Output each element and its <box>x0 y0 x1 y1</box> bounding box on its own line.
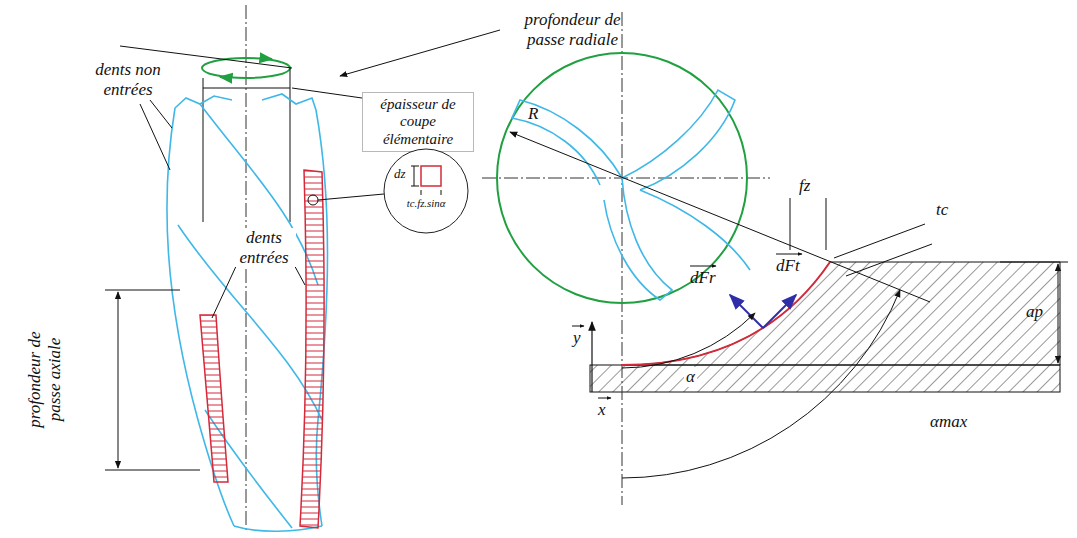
label-text: y <box>573 328 581 348</box>
label-text: dents entrées <box>232 228 296 267</box>
zoom-text: dz <box>394 167 406 182</box>
tooth-path <box>622 262 830 365</box>
label-text: fz <box>799 176 810 196</box>
label-text: dFt <box>776 256 800 276</box>
label-text: profondeur de passe axiale <box>25 313 64 447</box>
milling-cutter <box>167 94 328 531</box>
engaged-tooth <box>300 170 324 528</box>
workpiece <box>622 262 1060 365</box>
rotation-ellipse <box>202 58 290 78</box>
zoom-text: tc.fz.sinα <box>383 197 469 209</box>
label-text: x <box>598 400 606 420</box>
zoom-outline <box>383 148 469 234</box>
axis-line <box>246 5 247 532</box>
label-text: α <box>684 367 697 387</box>
engaged-tooth <box>200 315 228 482</box>
label-text: αmax <box>930 412 967 432</box>
label-text: dents non entrées <box>80 60 176 99</box>
workpiece <box>590 365 1060 392</box>
label-text: dFr <box>690 268 716 288</box>
label-text: R <box>528 104 538 124</box>
cutter-circle <box>497 53 747 303</box>
label-text: tc <box>936 200 948 220</box>
cutter-teeth <box>512 90 750 300</box>
label-text: profondeur de passe radiale <box>505 10 640 49</box>
label-text: ap <box>1026 302 1043 322</box>
zoom-circle: dz tc.fz.sinα <box>383 148 469 234</box>
callout-box: épaisseur de coupe élémentaire <box>362 92 474 152</box>
callout-text: épaisseur de coupe élémentaire <box>367 96 469 148</box>
radial-line <box>292 88 362 98</box>
